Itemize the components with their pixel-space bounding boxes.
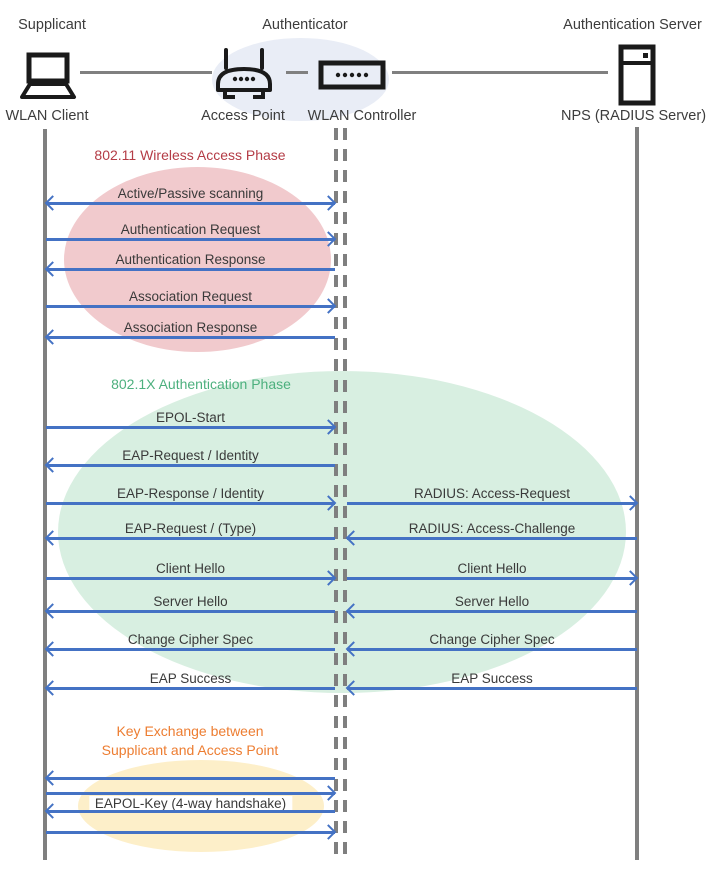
arrowhead-left: [44, 770, 61, 786]
message-label: EAPOL-Key (4-way handshake): [88, 795, 293, 811]
message-label: EAP Success: [451, 670, 533, 686]
phase1-ellipse: [64, 167, 331, 352]
laptop-icon: [12, 52, 82, 104]
arrow-left: [44, 603, 335, 619]
message-label: RADIUS: Access-Challenge: [408, 520, 576, 536]
message-label: Server Hello: [454, 593, 530, 609]
phase2-ellipse: [58, 371, 626, 693]
arrow-left: [44, 457, 335, 473]
device-wlan-client: WLAN Client: [5, 108, 89, 124]
message-label: Change Cipher Spec: [127, 631, 254, 647]
arrow-right: [46, 419, 337, 435]
arrow-right: [46, 298, 337, 314]
message-server-hello-right: Server Hello: [345, 594, 637, 619]
message-label: EAP Success: [149, 670, 232, 686]
message-label: Association Response: [123, 319, 258, 335]
message-client-hello-left: Client Hello: [46, 561, 337, 586]
device-wlan-controller: WLAN Controller: [307, 108, 417, 124]
message-eap-response-identity: EAP-Response / Identity: [46, 486, 337, 511]
message-eap-request-type: EAP-Request / (Type): [44, 521, 335, 546]
arrow-left: [345, 680, 637, 696]
arrowhead-left: [44, 803, 61, 819]
phase2-title: 802.1X Authentication Phase: [111, 376, 291, 392]
wlan-controller-icon: [318, 60, 386, 90]
message-radius-access-request: RADIUS: Access-Request: [347, 486, 639, 511]
arrow-right: [46, 824, 337, 840]
message-label: Change Cipher Spec: [429, 631, 555, 647]
message-eap-success-right: EAP Success: [345, 671, 637, 696]
message-server-hello-left: Server Hello: [44, 594, 335, 619]
message-label: Authentication Request: [120, 221, 261, 237]
message-label: Client Hello: [457, 560, 527, 576]
arrow-right: [347, 570, 639, 586]
arrow-left: [345, 530, 637, 546]
arrow-right: [46, 495, 337, 511]
lifeline-authenticator-dashed-b: [343, 128, 347, 855]
arrow-left: [44, 261, 335, 277]
message-radius-access-challenge: RADIUS: Access-Challenge: [345, 521, 637, 546]
message-label: EPOL-Start: [155, 409, 226, 425]
arrow-right: [46, 570, 337, 586]
arrow-left: [44, 680, 335, 696]
phase3-title-line2: Supplicant and Access Point: [101, 742, 279, 758]
message-change-cipher-spec-left: Change Cipher Spec: [44, 632, 335, 657]
message-epol-start: EPOL-Start: [46, 410, 337, 435]
role-supplicant: Supplicant: [18, 17, 86, 33]
arrow-left: [345, 641, 637, 657]
message-eapol-key-4: [46, 824, 337, 840]
message-eapol-key-1: [44, 770, 335, 786]
arrow-left: [345, 603, 637, 619]
lifeline-supplicant: [43, 129, 47, 860]
arrow-right: [347, 495, 639, 511]
message-label: RADIUS: Access-Request: [413, 485, 571, 501]
message-label: Association Request: [128, 288, 253, 304]
arrow-left: [44, 803, 335, 819]
device-access-point: Access Point: [201, 108, 285, 124]
message-label: EAP-Request / Identity: [122, 447, 259, 463]
message-association-request: Association Request: [46, 289, 337, 314]
message-eapol-key-3: EAPOL-Key (4-way handshake): [44, 795, 335, 819]
arrow-left: [44, 329, 335, 345]
lifeline-authenticator-dashed-a: [334, 128, 338, 855]
message-eap-request-identity: EAP-Request / Identity: [44, 448, 335, 473]
role-authenticator: Authenticator: [262, 17, 348, 33]
arrow-left: [44, 530, 335, 546]
message-client-hello-right: Client Hello: [347, 561, 639, 586]
arrow-both: [44, 195, 337, 211]
phase1-title: 802.11 Wireless Access Phase: [94, 147, 286, 163]
message-association-response: Association Response: [44, 320, 335, 345]
message-label: Active/Passive scanning: [117, 185, 264, 201]
message-label: EAP-Response / Identity: [116, 485, 265, 501]
message-change-cipher-spec-right: Change Cipher Spec: [345, 632, 637, 657]
message-authentication-request: Authentication Request: [46, 222, 337, 247]
message-label: Client Hello: [155, 560, 226, 576]
message-label: EAP-Request / (Type): [124, 520, 257, 536]
lifeline-authentication-server: [635, 127, 639, 860]
arrow-left: [44, 770, 335, 786]
message-active-passive-scanning: Active/Passive scanning: [44, 186, 337, 211]
role-authentication-server: Authentication Server: [563, 17, 702, 33]
phase3-title: Key Exchange between Supplicant and Acce…: [70, 722, 310, 760]
access-point-icon: [213, 46, 275, 106]
message-label: Server Hello: [153, 593, 228, 609]
message-eap-success-left: EAP Success: [44, 671, 335, 696]
message-label: Authentication Response: [115, 251, 266, 267]
phase3-title-line1: Key Exchange between: [116, 723, 264, 739]
arrow-left: [44, 641, 335, 657]
message-authentication-response: Authentication Response: [44, 252, 335, 277]
connector-client-ap: [80, 71, 212, 74]
server-icon: [618, 44, 656, 106]
message-eapol-key-2: [46, 785, 337, 801]
arrow-right: [46, 785, 337, 801]
arrow-right: [46, 231, 337, 247]
connector-controller-server: [392, 71, 608, 74]
device-nps-radius-server: NPS (RADIUS Server): [561, 108, 707, 124]
connector-ap-controller: [286, 71, 308, 74]
